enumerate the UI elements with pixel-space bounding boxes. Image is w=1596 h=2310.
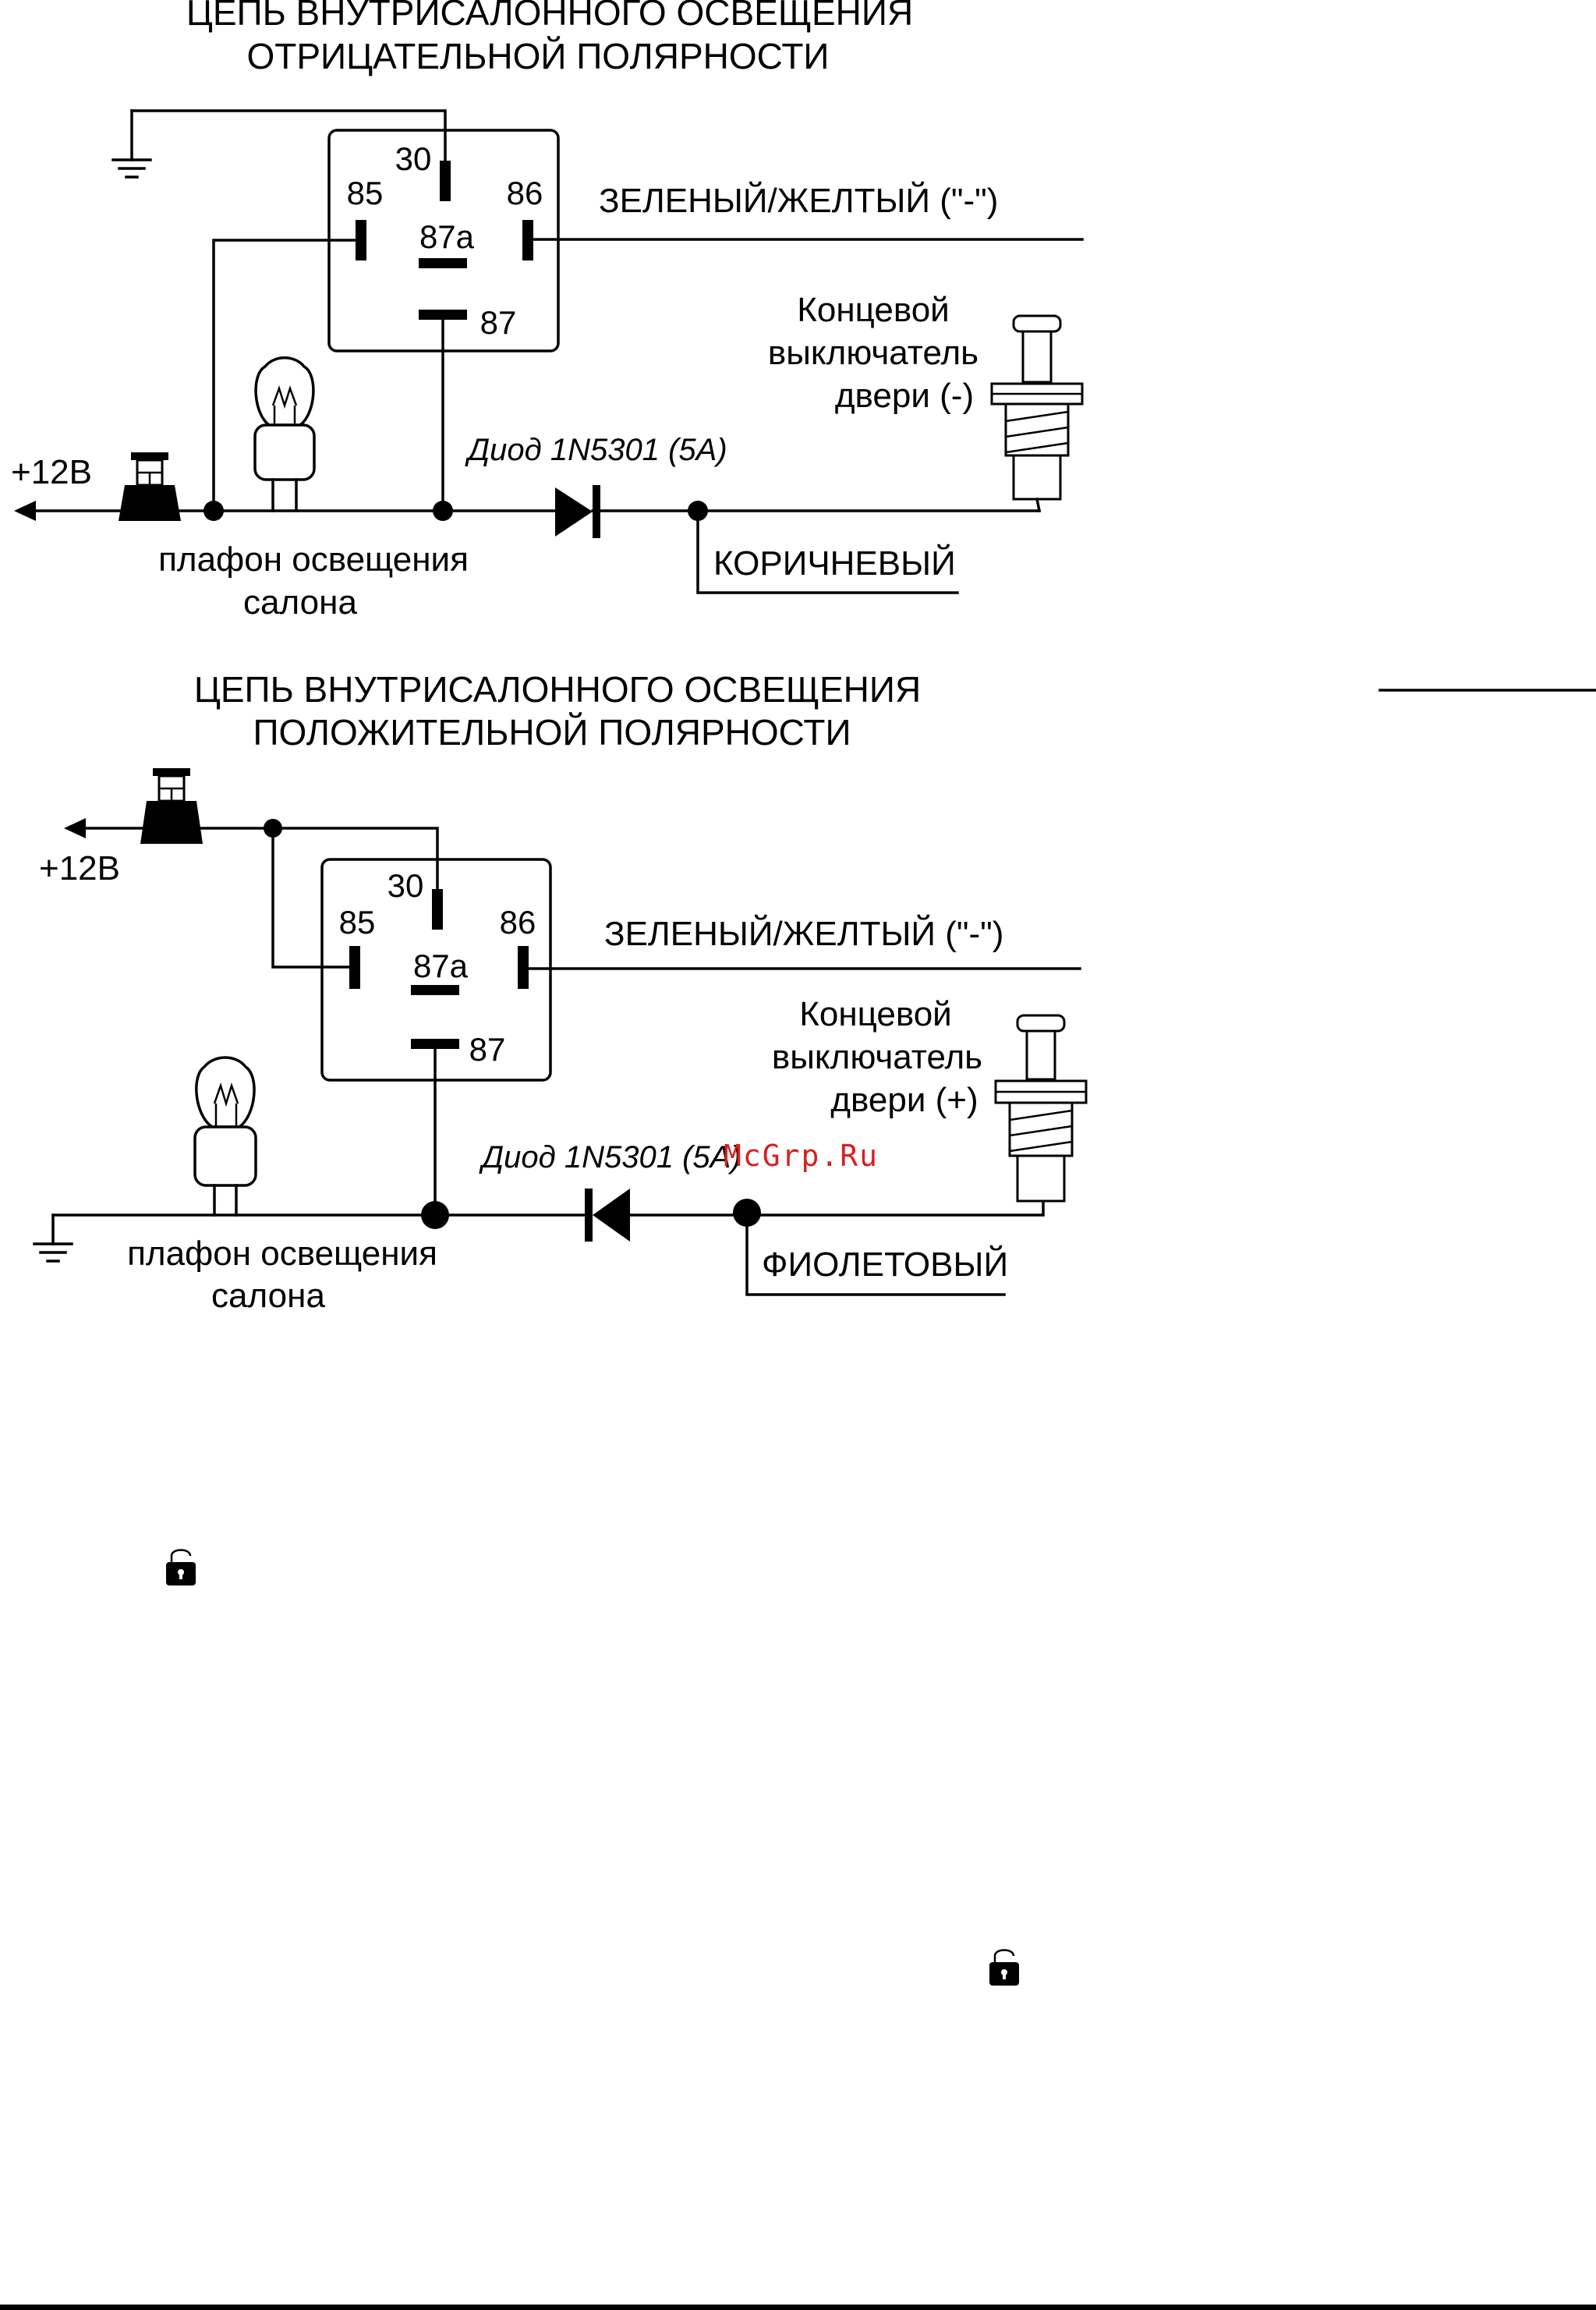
door-switch-icon: [990, 314, 1084, 513]
diagram1-title-line1: ЦЕПЬ ВНУТРИСАЛОННОГО ОСВЕЩЕНИЯ: [186, 0, 913, 33]
junction-dot: [203, 501, 224, 521]
diagram2-green-yellow-label: ЗЕЛЕНЫЙ/ЖЕЛТЫЙ ("-"): [604, 913, 1003, 953]
diagram2-switch-label-line2: выключатель: [772, 1038, 982, 1076]
wire-brown: [696, 509, 959, 594]
diagram2-title-line1: ЦЕПЬ ВНУТРИСАЛОННОГО ОСВЕЩЕНИЯ: [194, 669, 921, 710]
relay1-pin-86: 86: [507, 175, 543, 211]
diagram2-lamp-label-line2: салона: [211, 1277, 325, 1315]
relay2-pin-30: 30: [387, 867, 424, 904]
junction-dot: [433, 501, 453, 521]
diagram-positive-polarity: ЦЕПЬ ВНУТРИСАЛОННОГО ОСВЕЩЕНИЯ ПОЛОЖИТЕЛ…: [33, 669, 1596, 1315]
diagram2-wire-color-label: ФИОЛЕТОВЫЙ: [762, 1244, 1008, 1284]
diagram1-switch-label-line2: выключатель: [768, 334, 978, 372]
wire-ground-to-pin30: [130, 109, 447, 167]
diagram1-lamp-label-line2: салона: [243, 583, 357, 622]
relay2-pin-86: 86: [500, 904, 536, 941]
fuse-icon: [119, 452, 181, 521]
lamp-icon: [253, 356, 316, 512]
diagram2-title-line2: ПОЛОЖИТЕЛЬНОЙ ПОЛЯРНОСТИ: [253, 712, 851, 753]
diagram-negative-polarity: ЦЕПЬ ВНУТРИСАЛОННОГО ОСВЕЩЕНИЯ ОТРИЦАТЕЛ…: [11, 0, 1084, 622]
diagram1-lamp-label-line1: плафон освещения: [158, 540, 469, 579]
diagram2-switch-label-line1: Концевой: [799, 995, 952, 1033]
door-switch-icon: [994, 1014, 1088, 1203]
diagram2-lamp-label-line1: плафон освещения: [127, 1235, 437, 1273]
relay2-pin-85: 85: [339, 904, 376, 941]
lock-icon[interactable]: [166, 1549, 196, 1586]
ground-icon: [33, 1213, 73, 1263]
relay1-pin-87a: 87a: [419, 218, 475, 255]
relay2-pin-87a: 87a: [413, 948, 469, 984]
diagram1-diode-label: Диод 1N5301 (5А): [465, 433, 727, 467]
junction-dot: [421, 1201, 449, 1229]
bottom-rule: [0, 2305, 1596, 2310]
diagram2-supply-label: +12В: [39, 849, 120, 888]
ground-icon: [111, 109, 152, 179]
relay-2: 30 85 86 87a 87: [320, 858, 552, 1082]
fuse-icon: [140, 768, 203, 844]
diode-icon: [585, 1189, 630, 1242]
wire-pin85: [212, 239, 357, 512]
relay1-pin-87: 87: [480, 304, 517, 341]
wire-violet: [745, 1211, 1006, 1296]
watermark: McGrp.Ru: [724, 1139, 879, 1173]
diagram1-title-line2: ОТРИЦАТЕЛЬНОЙ ПОЛЯРНОСТИ: [246, 36, 829, 76]
arrow-icon: [14, 501, 36, 521]
arrow-icon: [64, 818, 86, 838]
relay1-pin-30: 30: [395, 140, 432, 177]
relay1-pin-85: 85: [347, 175, 384, 211]
lock-icon[interactable]: [989, 1949, 1019, 1986]
diagram1-supply-label: +12В: [11, 453, 92, 491]
diagram1-green-yellow-label: ЗЕЛЕНЫЙ/ЖЕЛТЫЙ ("-"): [599, 180, 998, 220]
diagram1-switch-label-line1: Концевой: [797, 291, 950, 329]
relay-1: 30 85 86 87a 87: [327, 129, 560, 353]
diagram1-switch-label-line3: двери (-): [835, 377, 974, 415]
diagram2-diode-label: Диод 1N5301 (5А): [479, 1140, 741, 1174]
wire-pin85: [271, 827, 351, 969]
relay2-pin-87: 87: [469, 1031, 506, 1068]
wire-main-right: [628, 1199, 1045, 1217]
lamp-icon: [193, 1056, 257, 1217]
diagram1-wire-color-label: КОРИЧНЕВЫЙ: [713, 543, 956, 583]
diode-icon: [555, 485, 600, 538]
diagram2-switch-label-line3: двери (+): [830, 1081, 978, 1119]
wire-pin30: [271, 827, 439, 892]
